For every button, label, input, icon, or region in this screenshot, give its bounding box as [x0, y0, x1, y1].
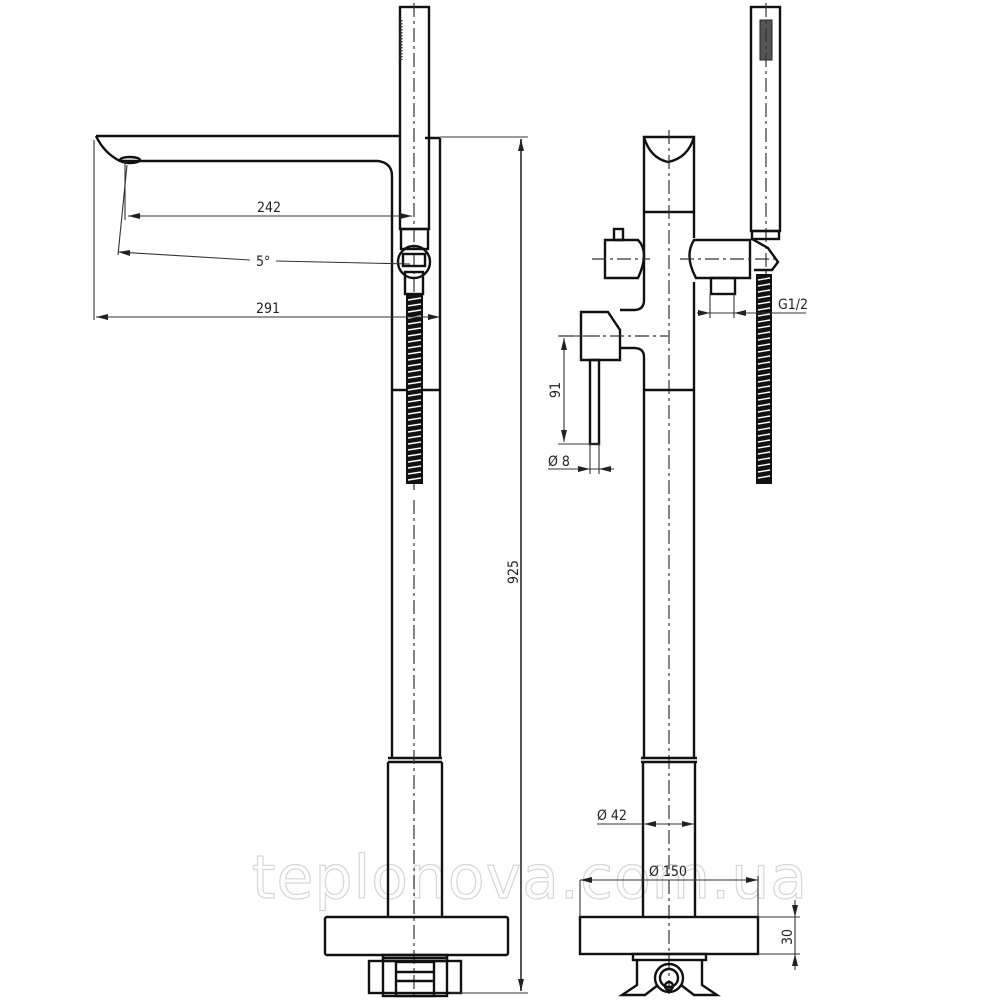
shower-connector	[399, 227, 430, 251]
spout-outlet-icon	[118, 155, 142, 165]
inlet-icon	[653, 962, 685, 994]
shower-outlet	[688, 238, 752, 280]
front-shower-connector	[750, 229, 781, 241]
dim-label-thread: G1/2	[778, 297, 808, 313]
mount-body	[381, 956, 449, 998]
mount-core	[394, 960, 436, 998]
dim-label-925: 925	[506, 560, 522, 584]
diverter-knob	[603, 238, 646, 280]
dim-label-base-dia: Ø 150	[649, 864, 687, 880]
shower-holder-icon	[396, 244, 432, 280]
watermark: teplonova.com.ua	[252, 843, 808, 913]
dim-label-angle: 5°	[256, 254, 270, 270]
front-view: G1/2 91 Ø 8 Ø 42 Ø 150 30	[548, 3, 808, 998]
dim-label-291: 291	[256, 301, 280, 317]
front-holder	[751, 237, 780, 272]
dim-label-column-dia: Ø 42	[597, 808, 627, 824]
side-view: 242 5° 291 925	[93, 3, 528, 998]
front-column-upper	[641, 390, 697, 760]
spout-body	[94, 135, 394, 390]
outlet-nut	[709, 276, 737, 296]
mount-feet	[618, 960, 721, 997]
diverter-pin	[612, 227, 625, 242]
mixer-body	[620, 212, 696, 390]
front-mount-top	[631, 952, 708, 962]
dim-label-242: 242	[257, 200, 281, 216]
lever-rod	[588, 358, 601, 446]
front-hose-icon	[756, 274, 772, 484]
column-lower	[386, 760, 444, 918]
hose-icon	[406, 294, 423, 484]
dim-label-base-height: 30	[780, 929, 796, 945]
dim-label-lever-dia: Ø 8	[548, 454, 570, 470]
front-column-lower	[641, 760, 697, 918]
spout-face-icon	[642, 136, 696, 164]
column-upper	[390, 136, 442, 758]
holder-nut	[401, 252, 427, 268]
base-plate	[323, 915, 510, 957]
dim-label-91: 91	[548, 382, 564, 398]
lever-handle	[579, 310, 622, 362]
